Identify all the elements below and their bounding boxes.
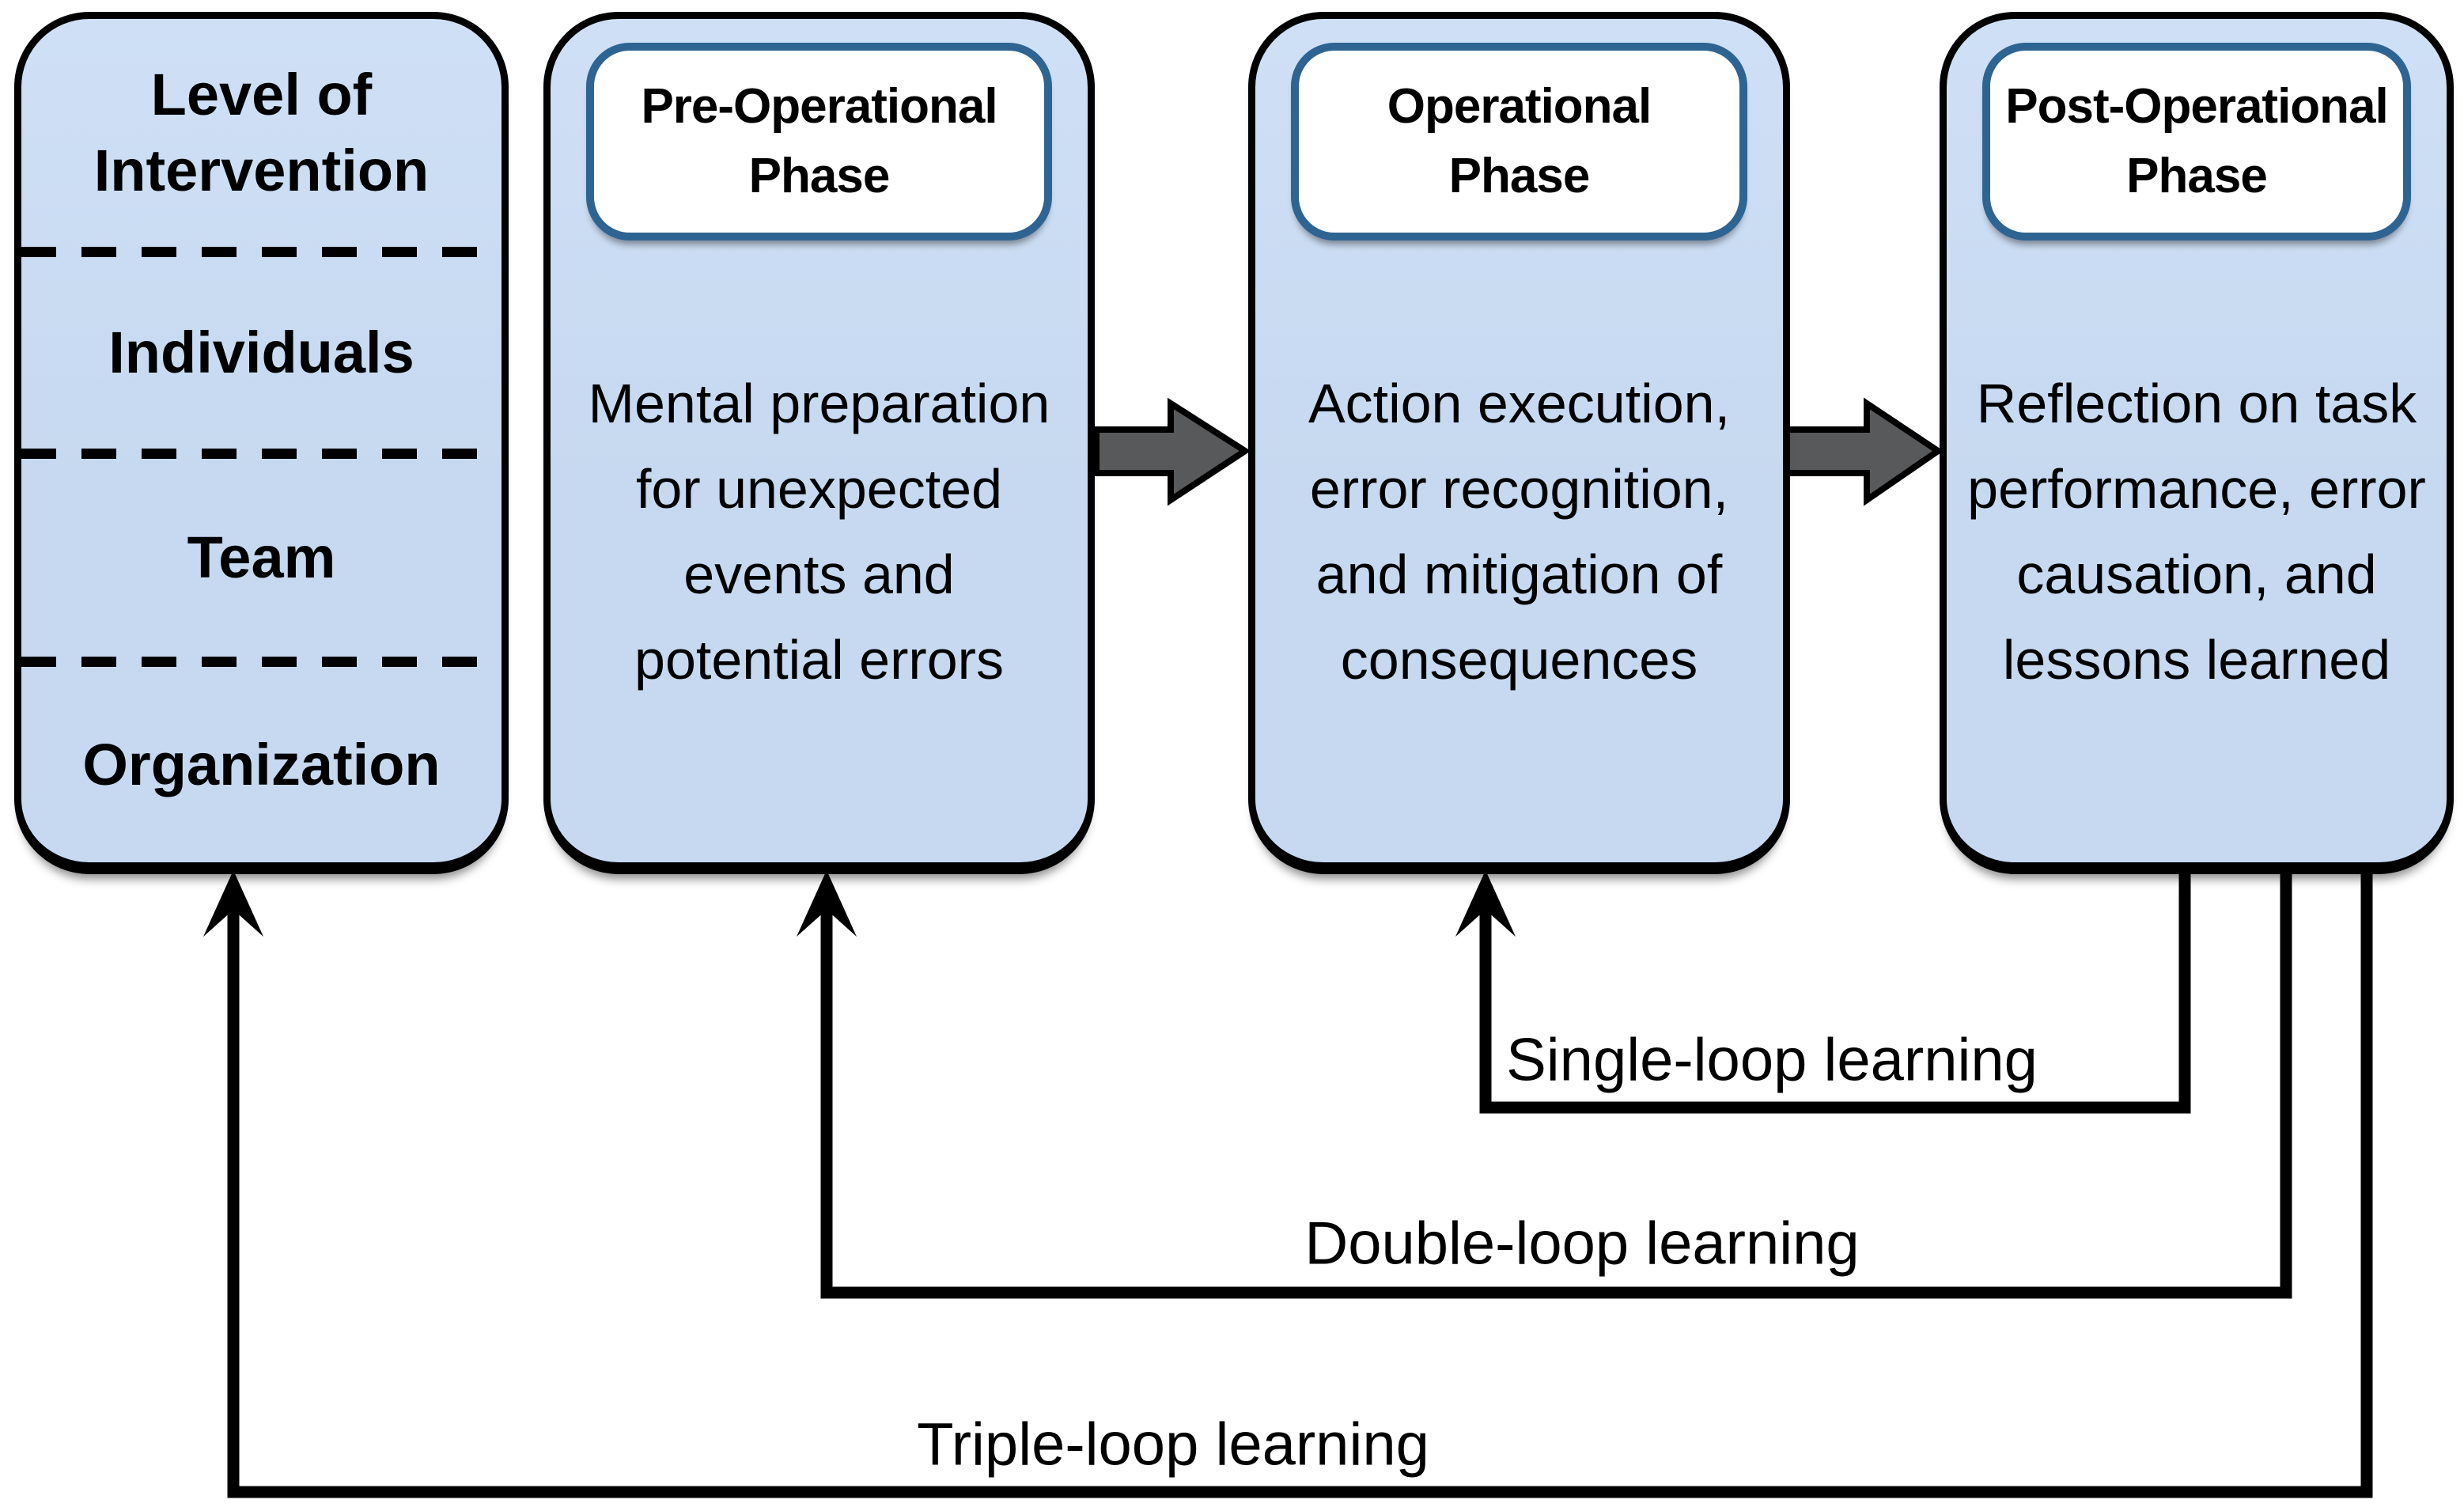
triple-loop-arrowhead-icon <box>203 870 263 937</box>
pre-to-operational-arrow-icon <box>1093 397 1251 506</box>
dashed-divider <box>21 247 502 257</box>
post-operational-phase-description: Reflection on task performance, error ca… <box>1967 373 2426 691</box>
pre-operational-phase-description: Mental preparation for unexpected events… <box>588 373 1050 691</box>
triple-loop-learning-label: Triple-loop learning <box>917 1411 1429 1479</box>
post-operational-phase-title: Post-Operational Phase <box>1982 43 2411 240</box>
level-team: Team <box>187 524 336 590</box>
double-loop-arrowhead-icon <box>797 870 857 937</box>
operational-phase-title: Operational Phase <box>1291 43 1747 240</box>
post-operational-phase-box: Post-Operational Phase Reflection on tas… <box>1940 12 2454 874</box>
triple-loop-line <box>227 868 2373 1498</box>
level-of-intervention-box: Level of Intervention Individuals Team O… <box>14 12 509 874</box>
dashed-divider <box>21 449 502 459</box>
single-loop-line <box>1479 868 2191 1114</box>
double-loop-line <box>820 868 2292 1299</box>
pre-operational-phase-box: Pre-Operational Phase Mental preparation… <box>543 12 1095 874</box>
level-organization: Organization <box>82 731 441 797</box>
level-individuals: Individuals <box>108 320 414 385</box>
single-loop-arrowhead-icon <box>1455 870 1516 937</box>
pre-operational-phase-title: Pre-Operational Phase <box>586 43 1052 240</box>
dashed-divider <box>21 657 502 667</box>
levels-grid: Level of Intervention Individuals Team O… <box>21 19 502 862</box>
operational-to-post-arrow-icon <box>1781 397 1944 506</box>
single-loop-learning-label: Single-loop learning <box>1506 1026 2038 1094</box>
level-of-intervention-title: Level of Intervention <box>93 62 430 203</box>
operational-phase-description: Action execution, error recognition, and… <box>1308 373 1731 691</box>
operational-phase-box: Operational Phase Action execution, erro… <box>1248 12 1790 874</box>
double-loop-learning-label: Double-loop learning <box>1304 1210 1860 1278</box>
